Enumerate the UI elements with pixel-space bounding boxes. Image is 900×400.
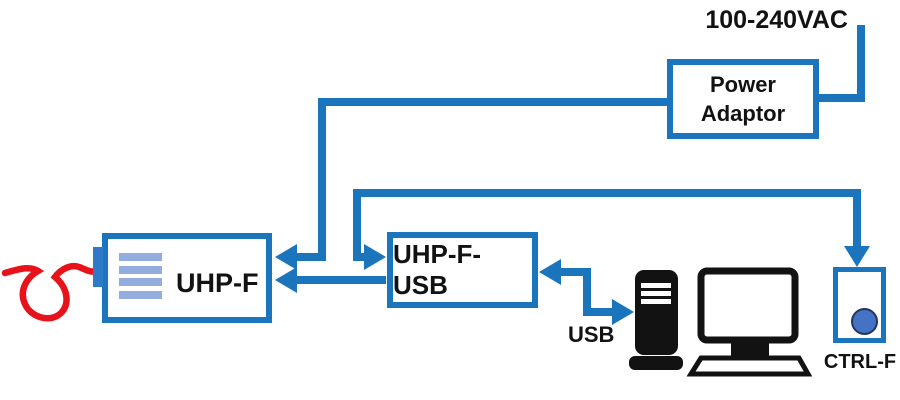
power-adaptor-box: Power Adaptor [667, 59, 819, 139]
vent-bar [119, 253, 162, 261]
ac-wire [819, 25, 865, 102]
vent-bar [119, 291, 162, 299]
power-button-icon [851, 308, 878, 335]
power-adaptor-label-line2: Adaptor [700, 101, 786, 126]
fiber-loop-icon [1, 262, 101, 322]
vent-bar [119, 266, 162, 274]
ctrl-wire-right-arrowhead [364, 244, 386, 270]
usb-wire-left-arrowhead [539, 259, 561, 285]
usb-wire-right-arrowhead [612, 299, 634, 325]
power-adaptor-label-line1: Power [709, 72, 776, 97]
data-wire-arrowhead [275, 267, 297, 293]
uhp-f-label: UHP-F [176, 268, 259, 298]
ac-input-label: 100-240VAC [705, 6, 848, 34]
uhp-f-box: UHP-F [102, 233, 272, 323]
computer-tower-icon [629, 270, 683, 370]
uhp-f-usb-box: UHP-F-USB [387, 232, 538, 308]
fiber-port [93, 247, 103, 287]
uhp-f-usb-label: UHP-F-USB [393, 239, 482, 300]
power-wire-arrowhead [275, 244, 297, 270]
usb-label: USB [568, 322, 615, 347]
vent-bar [119, 278, 162, 286]
power-wire [297, 98, 668, 261]
ctrl-wire-down-arrowhead [844, 246, 870, 267]
ctrl-f-box [833, 267, 886, 343]
ctrl-wire [353, 189, 861, 261]
monitor-icon [686, 267, 813, 377]
ctrl-f-label: CTRL-F [823, 351, 897, 373]
usb-wire [561, 268, 612, 316]
